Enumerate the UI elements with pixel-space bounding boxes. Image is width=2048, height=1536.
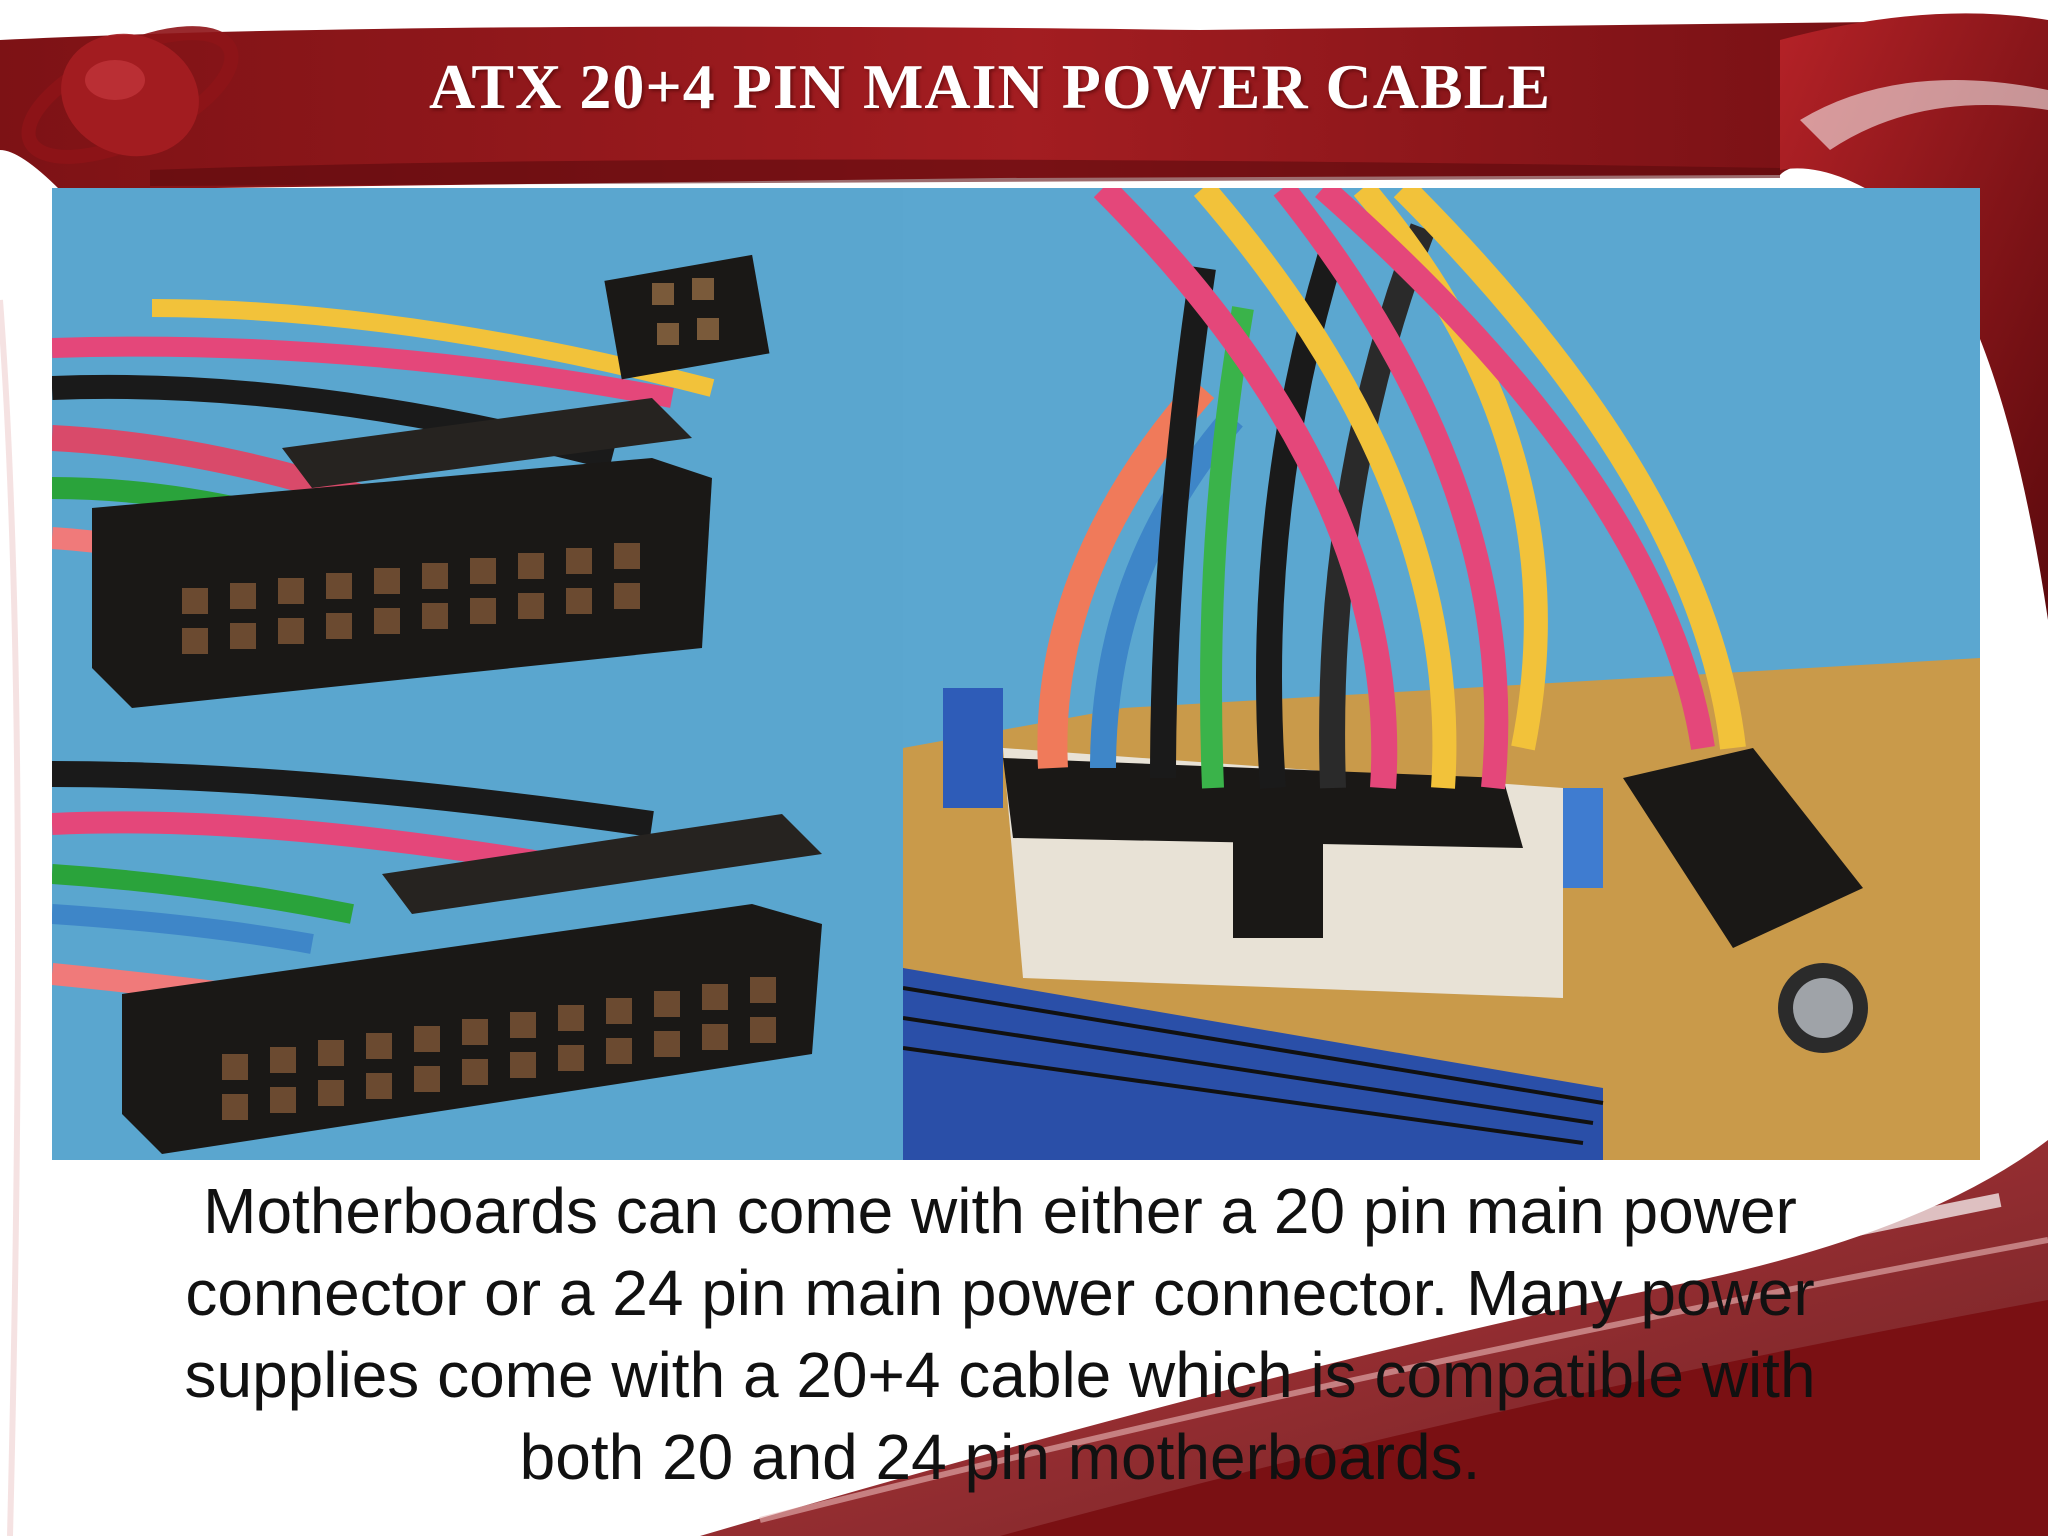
photo-motherboard-connection (903, 188, 1980, 1160)
slide-caption: Motherboards can come with either a 20 p… (100, 1170, 1900, 1498)
caption-line: connector or a 24 pin main power connect… (185, 1257, 1815, 1329)
photo-20plus4-connector (52, 714, 903, 1160)
caption-line: supplies come with a 20+4 cable which is… (184, 1339, 1816, 1411)
caption-line: Motherboards can come with either a 20 p… (203, 1175, 1797, 1247)
swirl-logo-icon (21, 26, 239, 164)
caption-line: both 20 and 24 pin motherboards. (519, 1421, 1481, 1493)
photo-24pin-connector (52, 188, 903, 714)
connector-image (52, 714, 903, 1160)
connector-image (52, 188, 903, 714)
motherboard-image (903, 188, 1980, 1160)
slide-title: ATX 20+4 PIN MAIN POWER CABLE (428, 51, 1552, 122)
